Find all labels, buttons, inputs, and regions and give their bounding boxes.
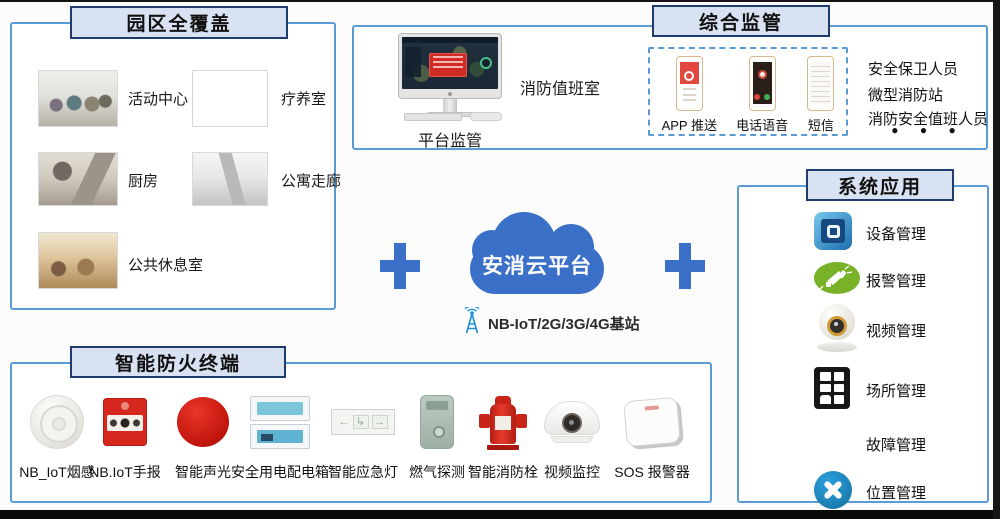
building-icon <box>814 367 850 409</box>
channel-sms: 短信 <box>807 56 835 134</box>
terminal-item: ←↳→ 智能应急灯 <box>313 391 413 482</box>
corridor-photo <box>192 152 268 206</box>
terminal-item: NB_IoT烟感 <box>7 391 107 482</box>
sms-phone-icon <box>807 56 835 111</box>
park-coverage-title: 园区全覆盖 <box>70 6 288 39</box>
device-label: 视频监控 <box>544 464 600 480</box>
channel-label: 短信 <box>807 118 834 133</box>
device-label: NB_IoT烟感 <box>19 464 95 480</box>
monitor-frame <box>398 33 502 99</box>
alarm-megaphone-icon <box>814 262 860 299</box>
gas-detector-image <box>420 395 454 449</box>
terminal-item: NB.IoT手报 <box>75 391 175 482</box>
plus-icon <box>665 243 705 289</box>
kitchen-photo <box>38 152 118 206</box>
terminal-item: 燃气探测 <box>387 391 487 482</box>
room-label: 厨房 <box>128 173 159 190</box>
platform-monitor-label: 平台监管 <box>417 133 482 150</box>
app-label: 报警管理 <box>866 273 927 290</box>
lounge-photo <box>38 232 118 289</box>
terminal-item: 智能声光 <box>153 391 253 482</box>
personnel-item: 安全保卫人员 <box>868 61 959 78</box>
device-label: NB.IoT手报 <box>89 464 161 480</box>
terminal-item: 智能消防栓 <box>453 391 553 482</box>
device-label: 智能消防栓 <box>468 464 538 480</box>
activity-room-photo <box>38 70 118 127</box>
room-label: 活动中心 <box>128 91 189 108</box>
terminal-item: 安全用电配电箱 <box>230 391 330 482</box>
cloud-platform-label: 安消云平台 <box>482 255 592 278</box>
webcam-icon <box>814 304 860 352</box>
fault-x-icon <box>814 471 852 509</box>
sos-alarm-image <box>623 396 681 448</box>
gauge-widget <box>480 57 492 69</box>
app-label: 视频管理 <box>866 323 927 340</box>
supervision-title: 综合监管 <box>652 5 830 37</box>
personnel-item: 微型消防站 <box>868 87 944 104</box>
device-label: 安全用电配电箱 <box>231 464 329 480</box>
app-label: 设备管理 <box>866 226 927 243</box>
terminal-item: 视频监控 <box>522 391 622 482</box>
terminal-item: SOS 报警器 <box>602 391 702 482</box>
distribution-box-image <box>250 395 310 449</box>
app-label: 场所管理 <box>866 383 927 400</box>
app-label: 位置管理 <box>866 485 927 502</box>
chip-icon <box>814 212 852 250</box>
sound-light-alarm-image <box>177 397 229 447</box>
manual-call-point-image <box>103 398 147 446</box>
monitor-image <box>396 33 504 117</box>
room-label: 公寓走廊 <box>281 173 342 190</box>
plus-icon <box>380 243 420 289</box>
app-push-phone-icon <box>675 56 703 111</box>
nursing-room-photo <box>192 70 268 127</box>
system-apps-title: 系统应用 <box>806 169 954 201</box>
alert-popup <box>429 53 467 77</box>
frame-edge-top <box>0 0 1000 2</box>
app-label: 故障管理 <box>866 437 927 454</box>
emergency-exit-light-image: ←↳→ <box>331 409 395 435</box>
channel-app-push: APP 推送 <box>662 56 717 134</box>
channel-voice-call: 电话语音 <box>736 56 788 134</box>
device-label: SOS 报警器 <box>614 464 690 480</box>
monitor-dashboard <box>402 37 498 89</box>
device-label: 智能声光 <box>175 464 231 480</box>
system-apps-box <box>737 185 989 503</box>
dome-camera-image <box>543 401 601 443</box>
room-label: 疗养室 <box>281 91 327 108</box>
frame-edge-right <box>993 0 1000 519</box>
device-label: 燃气探测 <box>409 464 465 480</box>
channel-label: APP 推送 <box>661 118 717 133</box>
duty-room-label: 消防值班室 <box>520 81 601 98</box>
frame-edge-bottom <box>0 510 1000 519</box>
ellipsis-dots: ● ● ● <box>891 123 965 137</box>
device-label: 智能应急灯 <box>328 464 398 480</box>
base-station-label: NB-IoT/2G/3G/4G基站 <box>488 316 640 333</box>
antenna-icon <box>462 305 482 335</box>
notification-channels-box: APP 推送 电话语音 短信 <box>648 47 848 136</box>
room-label: 公共休息室 <box>128 257 204 274</box>
personnel-item: 消防安全值班人员 <box>868 111 989 128</box>
fire-terminals-title: 智能防火终端 <box>70 346 286 378</box>
keyboard-image <box>404 113 462 121</box>
voice-call-phone-icon <box>748 56 776 111</box>
mouse-image <box>470 112 502 121</box>
fire-hydrant-image <box>478 394 528 450</box>
channel-label: 电话语音 <box>736 118 789 133</box>
smoke-detector-image <box>30 395 84 449</box>
